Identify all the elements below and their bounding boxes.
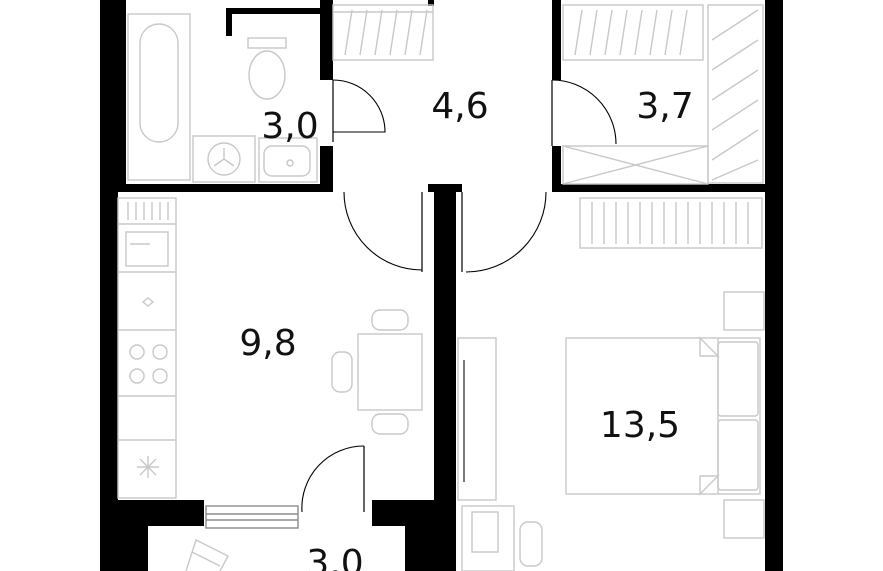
bathroom-area-label: 3,0	[261, 106, 318, 147]
bedroom-wardrobe-hatch	[591, 202, 749, 244]
kitchen-counter	[117, 197, 177, 499]
east-exterior-wall	[765, 0, 783, 571]
kitchen-bedroom-partition	[434, 192, 456, 571]
washing-drum-icon	[207, 142, 241, 176]
bedroom-area-label: 13,5	[600, 405, 680, 446]
kitchen-area-label: 9,8	[239, 323, 296, 364]
hall-area-label: 4,6	[431, 86, 488, 127]
burner-3	[129, 368, 145, 384]
central-wall-cap	[428, 184, 462, 192]
pillow-top	[717, 341, 759, 417]
wardrobe-door-arc	[551, 79, 617, 145]
bathroom-fixtures	[127, 13, 318, 183]
balcony	[185, 505, 299, 571]
wardrobe-west-wall-lower	[552, 146, 561, 192]
hall-wardrobe-hatch	[344, 9, 428, 56]
desk-monitor	[471, 511, 499, 553]
wardrobe-shelf-north	[562, 4, 704, 61]
bathroom-door-arc	[332, 79, 386, 133]
balcony-wall-left-inner	[148, 500, 204, 526]
balcony-wall-left	[100, 500, 148, 571]
bathtub	[127, 13, 191, 181]
wardrobe-area-label: 3,7	[636, 86, 693, 127]
balcony-window	[205, 505, 299, 529]
sink-basin	[263, 145, 311, 177]
kitchen-drop-icon	[141, 297, 155, 307]
north-wall-stub-left	[428, 0, 434, 6]
sink-drain	[286, 159, 294, 167]
wardrobe-shelf-east-hatch	[711, 9, 759, 181]
balcony-area-label: 3,0	[306, 543, 363, 571]
desk	[461, 505, 515, 571]
wardrobe-room-shelves	[562, 4, 764, 185]
hall-wardrobe	[332, 4, 434, 61]
nightstand-top	[723, 291, 765, 331]
wardrobe-shelf-south	[562, 145, 709, 185]
doors	[301, 79, 617, 513]
kitchen-door-arc	[343, 191, 423, 271]
toilet-tank	[247, 37, 287, 49]
dining-chair-left	[331, 351, 353, 393]
bathroom-niche-side	[226, 8, 232, 36]
balcony-door-arc	[301, 445, 365, 513]
balcony-lounger	[185, 539, 229, 571]
wardrobe-shelf-south-cross	[562, 145, 709, 185]
kitchen-fixtures	[117, 197, 177, 499]
balcony-wall-right-lower	[405, 526, 434, 571]
wardrobe-west-wall-upper	[552, 0, 561, 80]
dining-chair-top	[371, 309, 409, 331]
washing-machine	[192, 135, 256, 183]
balcony-lounger-slat	[191, 551, 221, 567]
bedroom-door-arc	[465, 191, 547, 273]
bathroom-niche-wall	[226, 8, 320, 14]
burner-4	[152, 368, 168, 384]
bathroom-east-wall-upper	[320, 0, 333, 80]
wardrobe-south-wall	[552, 184, 765, 192]
fridge-snowflake-icon	[137, 456, 159, 478]
wardrobe-shelf-north-hatch	[574, 9, 688, 56]
bathroom-sink	[258, 137, 318, 183]
walls	[100, 0, 783, 571]
room-labels: 3,0 4,6 3,7 9,8 13,5 3,0	[239, 86, 693, 571]
pillow-bottom	[717, 419, 759, 491]
tv-cabinet	[457, 337, 497, 501]
bathroom-south-wall	[118, 184, 333, 192]
washing-drum-symbol	[213, 148, 235, 167]
kitchen-sink	[125, 231, 169, 267]
dining-table	[357, 333, 423, 411]
burner-1	[129, 344, 145, 360]
dining-chair-bottom	[371, 413, 409, 435]
bedroom-furniture	[457, 197, 765, 571]
west-exterior-wall	[100, 0, 118, 571]
bathroom-west-wall	[118, 0, 126, 192]
desk-chair	[519, 521, 543, 567]
dining-set	[331, 309, 423, 435]
bed-blanket-fold	[699, 336, 720, 496]
kitchen-upper-cabinet-hatch	[127, 202, 169, 220]
bedroom-wardrobe	[579, 197, 763, 249]
double-bed	[565, 337, 761, 495]
hall-wardrobe-outline	[332, 4, 434, 61]
toilet-bowl	[248, 50, 286, 100]
balcony-wall-right	[372, 500, 434, 526]
burner-2	[152, 344, 168, 360]
nightstand-bottom	[723, 499, 765, 539]
bathroom-east-wall-lower	[320, 146, 333, 192]
wardrobe-shelf-east	[707, 4, 764, 184]
bathtub-basin	[139, 23, 179, 143]
